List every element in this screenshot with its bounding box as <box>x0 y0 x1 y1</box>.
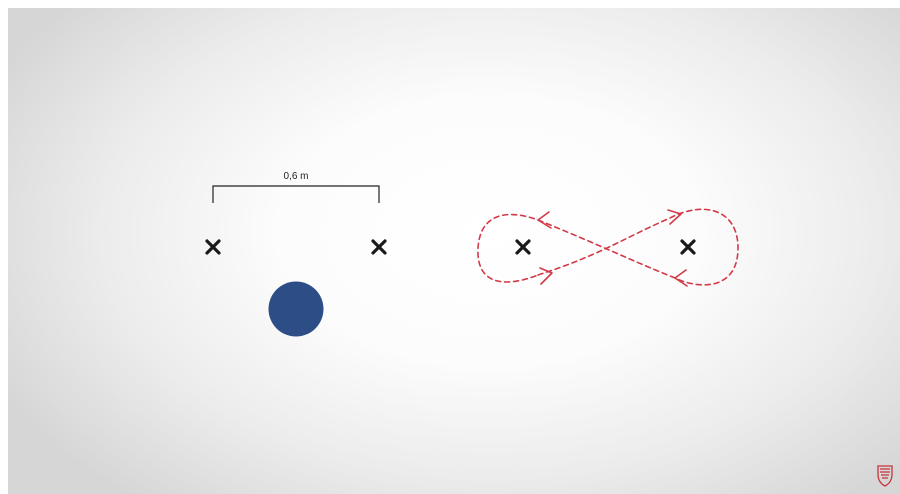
right-marker-1-cross-icon <box>515 239 531 255</box>
ball <box>268 281 324 337</box>
figure-eight-path <box>477 208 739 286</box>
video-frame <box>8 8 900 494</box>
direction-arrows <box>537 209 688 287</box>
distance-label: 0,6 m <box>283 171 308 182</box>
shield-crest-icon <box>877 465 893 487</box>
arrow-upper-right-icon <box>667 209 682 225</box>
arrow-lower-left-icon <box>539 267 553 285</box>
left-marker-1-cross-icon <box>205 239 221 255</box>
right-marker-2-cross-icon <box>680 239 696 255</box>
distance-bracket: 0,6 m <box>212 171 380 203</box>
left-marker-2-cross-icon <box>371 239 387 255</box>
arrow-lower-right-icon <box>674 269 688 287</box>
arrow-upper-left-icon <box>537 211 552 229</box>
